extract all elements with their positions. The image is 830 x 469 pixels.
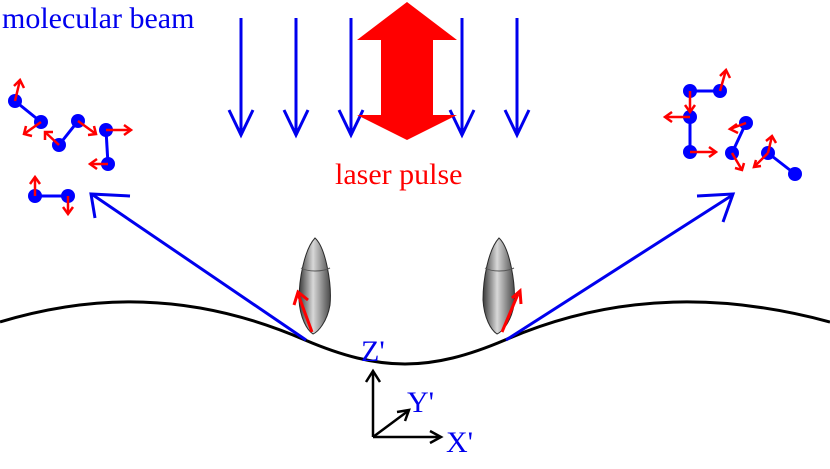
- desorbed-molecules-left: [8, 77, 134, 217]
- beam-arrow: [282, 18, 310, 139]
- axis-x-label: X': [446, 426, 473, 459]
- beam-arrow: [448, 18, 476, 139]
- beam-arrow: [337, 18, 365, 139]
- axis-z-arrow: [364, 368, 382, 437]
- surface-curve: [0, 300, 830, 366]
- axis-y-label: Y': [407, 386, 434, 419]
- rotation-arrow: [500, 287, 523, 333]
- desorbed-molecules-right: [662, 67, 802, 181]
- adsorbed-molecule: [482, 237, 523, 335]
- scattered-trajectory-right: [505, 192, 736, 342]
- coordinate-axes: [364, 368, 444, 445]
- axis-x-arrow: [373, 429, 444, 445]
- laser-pulse-label: laser pulse: [335, 158, 462, 191]
- scattered-trajectory-left: [89, 192, 307, 342]
- molecular-beam-arrows: [227, 18, 531, 139]
- beam-arrow: [503, 18, 531, 139]
- axis-y-arrow: [372, 408, 411, 439]
- molecular-beam-label: molecular beam: [2, 2, 194, 35]
- axis-z-label: Z': [361, 335, 385, 368]
- beam-arrow: [227, 18, 255, 139]
- rotation-arrow: [292, 289, 314, 333]
- adsorbed-molecule: [292, 237, 331, 335]
- atom: [788, 167, 802, 181]
- laser-pulse-arrow: [357, 2, 457, 140]
